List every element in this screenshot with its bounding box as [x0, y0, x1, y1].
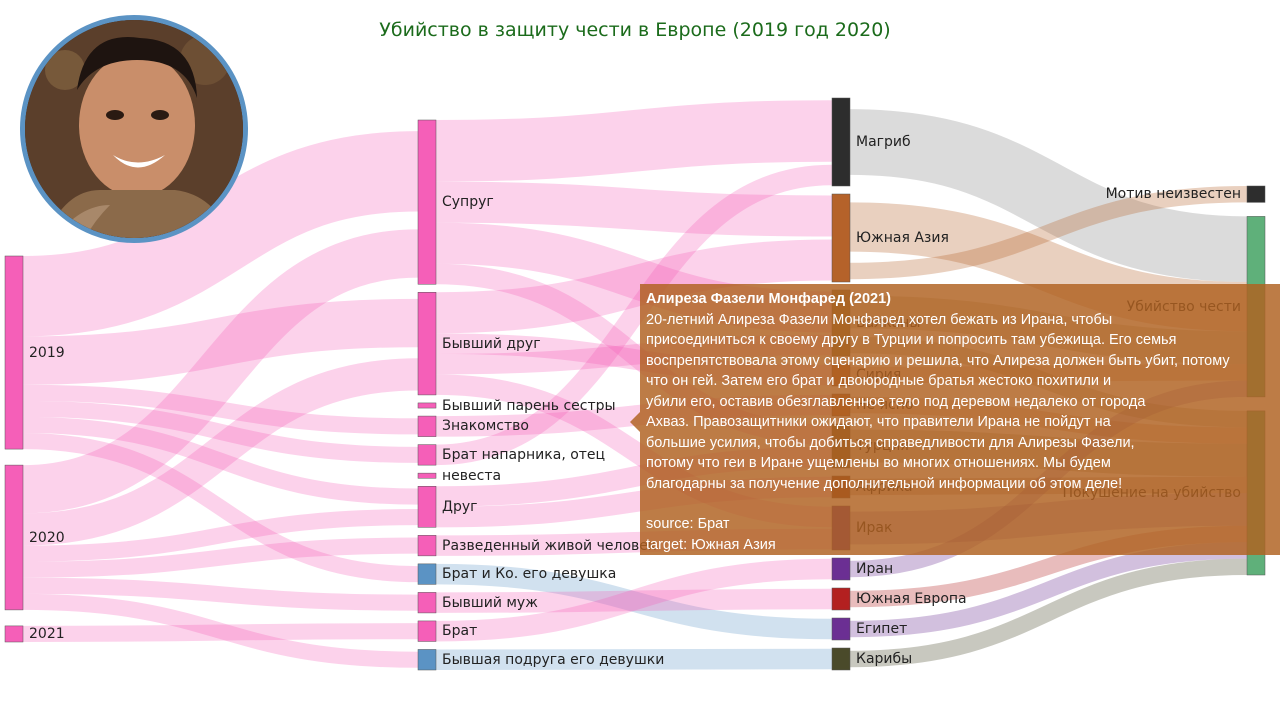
avatar-portrait	[20, 15, 248, 243]
node-label: 2019	[29, 344, 65, 361]
node-label: Магриб	[856, 134, 911, 150]
sankey-link[interactable]	[849, 558, 1248, 668]
tooltip-line: присоединиться к своему другу в Турции и…	[646, 332, 1177, 348]
tooltip-line: Ахваз. Правозащитники ожидают, что прави…	[646, 414, 1111, 430]
sankey-node[interactable]	[417, 472, 437, 479]
node-label: Разведенный живой человек	[442, 537, 657, 554]
sankey-link[interactable]	[435, 563, 833, 640]
tooltip-line: убили его, оставив обезглавленное тело п…	[646, 393, 1146, 410]
sankey-node[interactable]	[4, 255, 24, 450]
sankey-node[interactable]	[417, 535, 437, 557]
node-label: Карибы	[856, 651, 913, 667]
sankey-link[interactable]	[22, 623, 419, 643]
sankey-link[interactable]	[22, 298, 419, 385]
node-label: Брат	[442, 623, 478, 640]
tooltip-title: Алиреза Фазели Монфаред (2021)	[646, 291, 891, 307]
hover-tooltip: Алиреза Фазели Монфаред (2021) 20-летний…	[640, 284, 1280, 555]
sankey-node[interactable]	[417, 592, 437, 614]
tooltip-line: потому что геи в Иране ущемлены во многи…	[646, 455, 1111, 471]
sankey-node[interactable]	[417, 486, 437, 528]
sankey-node[interactable]	[417, 620, 437, 642]
node-label: Южная Европа	[856, 591, 967, 607]
sankey-link[interactable]	[435, 588, 833, 613]
sankey-node[interactable]	[831, 193, 851, 283]
tooltip-target: target: Южная Азия	[646, 536, 776, 553]
sankey-node[interactable]	[831, 647, 851, 671]
node-label: Друг	[442, 498, 478, 515]
sankey-link[interactable]	[435, 181, 833, 237]
sankey-link[interactable]	[435, 164, 833, 466]
node-label: невеста	[442, 467, 502, 484]
node-label: Иран	[856, 561, 894, 577]
node-label: Брат и Ко. его девушка	[442, 566, 617, 583]
tooltip-line: что он гей. Затем его брат и двоюродные …	[646, 373, 1112, 389]
sankey-link[interactable]	[22, 432, 419, 583]
tooltip-line: большие усилия, чтобы добиться справедли…	[646, 434, 1135, 451]
sankey-node[interactable]	[1246, 185, 1266, 203]
node-label: Бывший муж	[442, 594, 538, 611]
sankey-link[interactable]	[22, 384, 419, 435]
tooltip-line: 20-летний Алиреза Фазели Монфаред хотел …	[646, 311, 1113, 328]
tooltip-body: 20-летний Алиреза Фазели Монфаред хотел …	[646, 310, 1280, 495]
node-label: 2020	[29, 529, 65, 546]
sankey-link[interactable]	[22, 131, 419, 337]
node-label: 2021	[29, 625, 65, 642]
node-label: Бывшая подруга его девушки	[442, 651, 665, 668]
sankey-link[interactable]	[435, 648, 833, 670]
sankey-node[interactable]	[831, 587, 851, 611]
sankey-link[interactable]	[22, 229, 419, 514]
sankey-link[interactable]	[849, 109, 1248, 283]
sankey-node[interactable]	[4, 464, 24, 611]
node-label: Египет	[856, 621, 908, 637]
chart-title: Убийство в защиту чести в Европе (2019 г…	[379, 19, 891, 41]
portrait-illustration	[25, 20, 243, 238]
sankey-link[interactable]	[22, 358, 419, 546]
tooltip-source: source: Брат	[646, 516, 730, 532]
sankey-node[interactable]	[417, 444, 437, 466]
tooltip-arrow	[630, 412, 640, 432]
sankey-link[interactable]	[22, 593, 419, 668]
sankey-node[interactable]	[417, 649, 437, 671]
sankey-node[interactable]	[417, 563, 437, 585]
sankey-link[interactable]	[435, 558, 833, 642]
node-label: Бывший парень сестры	[442, 397, 616, 414]
sankey-link[interactable]	[435, 239, 833, 334]
sankey-link[interactable]	[22, 416, 419, 505]
node-label: Знакомство	[442, 418, 529, 435]
tooltip-line: благодарны за получение дополнительной и…	[646, 475, 1123, 492]
sankey-node[interactable]	[417, 119, 437, 285]
sankey-node[interactable]	[417, 402, 437, 409]
sankey-node[interactable]	[4, 625, 24, 643]
node-label: Южная Азия	[856, 230, 949, 246]
sankey-link[interactable]	[22, 577, 419, 611]
node-label: Бывший друг	[442, 335, 541, 352]
sankey-node[interactable]	[831, 617, 851, 641]
node-label: Мотив неизвестен	[1105, 186, 1241, 203]
sankey-link[interactable]	[435, 100, 833, 182]
node-label: Брат напарника, отец	[442, 446, 606, 463]
sankey-node[interactable]	[417, 415, 437, 437]
sankey-link[interactable]	[22, 509, 419, 562]
sankey-node[interactable]	[831, 557, 851, 581]
sankey-node[interactable]	[417, 292, 437, 396]
tooltip-line: воспрепятствовала этому сценарию и решил…	[646, 352, 1230, 369]
sankey-link[interactable]	[22, 537, 419, 578]
node-label: Супруг	[442, 194, 494, 211]
sankey-node[interactable]	[831, 97, 851, 187]
sankey-link[interactable]	[849, 186, 1248, 280]
sankey-link[interactable]	[22, 400, 419, 463]
